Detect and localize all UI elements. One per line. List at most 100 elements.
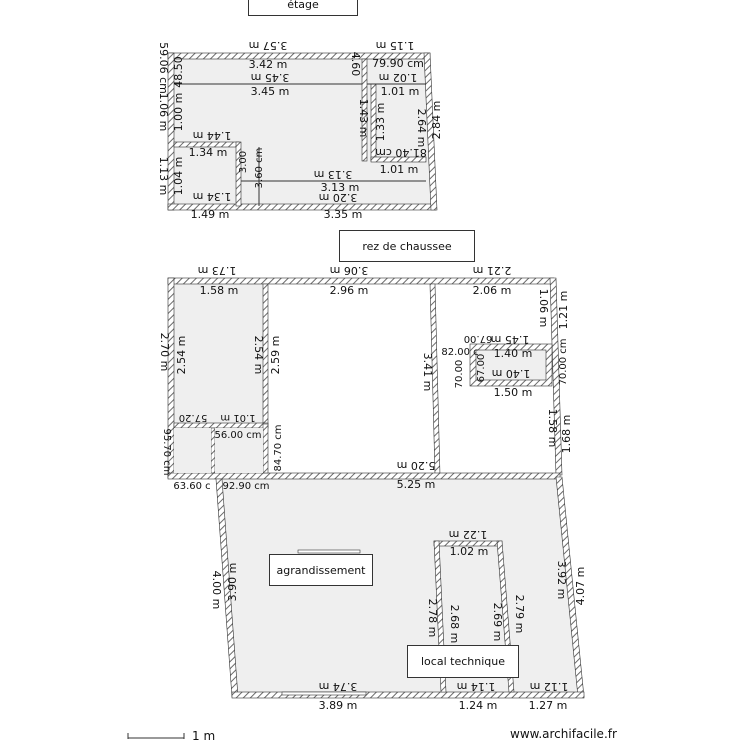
rdc-wall-small-right <box>262 423 269 474</box>
dim-label: 2.78 m <box>426 599 439 638</box>
etage-wall-bath-left <box>361 58 368 162</box>
dim-label: 1.34 m <box>193 190 232 203</box>
dim-label: 1.43 m <box>357 99 370 138</box>
dim-label: 1.06 m <box>537 289 550 328</box>
scale-label: 1 m <box>192 729 215 743</box>
rdc-title: rez de chaussee <box>362 239 452 253</box>
dim-label: 1.04 m <box>172 157 185 196</box>
scale-bar <box>127 733 185 739</box>
rdc-wall-right-upper <box>549 277 563 476</box>
dim-label: 1.14 m <box>457 680 496 693</box>
dim-label: 2.64 m <box>415 109 428 148</box>
dim-label: 3.35 m <box>324 208 363 221</box>
dim-label: 1.34 m <box>189 146 228 159</box>
dim-label: 1.45 m <box>491 333 530 346</box>
dim-label: 3.90 m <box>226 563 239 602</box>
etage-dimensions: 3.57 m 3.42 m 3.45 m 3.45 m 1.15 m 79.90… <box>157 39 443 221</box>
rdc-room-agrandissement <box>218 477 582 697</box>
etage-wall-right <box>423 52 438 211</box>
rdc-square-room-inner <box>475 349 547 381</box>
dim-label: 2.68 m <box>448 605 461 644</box>
dim-label: 3.20 m <box>319 191 358 204</box>
rdc-plan <box>167 277 585 699</box>
dim-label: 67.00 <box>476 354 487 383</box>
dim-label: 2.21 m <box>473 264 512 277</box>
agrandissement-tag: agrandissement <box>269 554 373 586</box>
rdc-room-middle <box>266 280 434 475</box>
rdc-door-bottom <box>281 691 367 696</box>
dim-label: 2.69 m <box>491 603 504 642</box>
dim-label: 81.40 cm <box>375 146 427 159</box>
dim-label: 1.01 m <box>380 163 419 176</box>
dim-label: 1.01 m <box>381 85 420 98</box>
dim-label: 5.20 m <box>397 459 436 472</box>
dim-label: 5.25 m <box>397 478 436 491</box>
dim-label: 59.06 cm <box>157 42 170 94</box>
local-technique-label: local technique <box>421 655 505 668</box>
rdc-title-tag: rez de chaussee <box>339 230 475 262</box>
dim-label: 1.01 m <box>220 412 255 423</box>
dim-label: 3.13 m <box>321 181 360 194</box>
etage-wall-closet-right <box>235 141 242 207</box>
etage-title: étage <box>287 0 319 11</box>
dim-label: 1.22 m <box>449 528 488 541</box>
rdc-room-small-a <box>174 428 211 473</box>
dim-label: 3.89 m <box>319 699 358 712</box>
dim-label: 4.60 <box>349 52 362 77</box>
dim-label: 1.06 m <box>157 93 170 132</box>
rdc-room-small-b <box>215 428 263 473</box>
scale-text: 1 m <box>192 729 216 743</box>
dim-label: 84.70 cm <box>273 424 284 471</box>
dim-label: 48.50 <box>172 56 185 88</box>
dim-label: 1.44 m <box>193 129 232 142</box>
dim-label: 1.68 m <box>560 415 573 454</box>
dim-label: 1.58 m <box>546 409 559 448</box>
dim-label: 92.90 cm <box>222 481 269 492</box>
dim-label: 1.27 m <box>529 699 568 712</box>
dim-label: 67.00 <box>464 333 493 344</box>
dim-label: 70.00 cm <box>558 338 569 385</box>
dim-label: 3.74 m <box>319 680 358 693</box>
dim-label: 1.02 m <box>379 71 418 84</box>
dim-label: 79.90 cm <box>372 57 424 70</box>
dim-label: 3.00 <box>238 151 249 173</box>
dim-label: 2.96 m <box>330 284 369 297</box>
local-technique-tag: local technique <box>407 645 519 678</box>
dim-label: 2.59 m <box>269 336 282 375</box>
rdc-dimensions: 1.73 m 1.58 m 3.06 m 2.96 m 2.21 m 2.06 … <box>158 264 587 712</box>
dim-label: 3.45 m <box>251 85 290 98</box>
dim-label: 1.40 m <box>492 367 531 380</box>
agrandissement-label: agrandissement <box>276 563 366 577</box>
dim-label: 3.06 m <box>330 264 369 277</box>
dim-label: 1.24 m <box>459 699 498 712</box>
dim-label: 3.45 m <box>251 71 290 84</box>
etage-plan <box>167 52 438 211</box>
dim-label: 3.57 m <box>249 39 288 52</box>
dim-label: 57.20 <box>179 412 208 423</box>
dim-label: 3.13 m <box>314 168 353 181</box>
dim-label: 1.00 m <box>172 93 185 132</box>
dim-label: 82.00 c <box>441 347 478 358</box>
dim-label: 1.50 m <box>494 386 533 399</box>
dim-label: 1.13 m <box>157 157 170 196</box>
dim-label: 3.42 m <box>249 58 288 71</box>
dim-label: 3.41 m <box>421 353 434 392</box>
site-credit: www.archifacile.fr <box>510 727 617 741</box>
dim-label: 1.73 m <box>198 264 237 277</box>
rdc-window-top <box>297 549 361 554</box>
dim-label: 4.07 m <box>574 567 587 606</box>
dim-label: 1.49 m <box>191 208 230 221</box>
dim-label: 2.54 m <box>175 336 188 375</box>
dim-label: 1.21 m <box>557 291 570 330</box>
rdc-wall-bottom <box>231 691 585 699</box>
etage-wall-bath-bottom <box>370 156 427 163</box>
dim-label: 1.58 m <box>200 284 239 297</box>
dim-label: 2.70 m <box>158 333 171 372</box>
dim-label: 63.60 c <box>173 481 210 492</box>
rdc-wall-horizontal <box>167 472 561 480</box>
etage-title-tag: étage <box>248 0 358 16</box>
dim-label: 56.00 cm <box>214 430 261 441</box>
dim-label: 4.00 m <box>210 571 223 610</box>
dim-label: 3.60 cm <box>254 148 265 189</box>
